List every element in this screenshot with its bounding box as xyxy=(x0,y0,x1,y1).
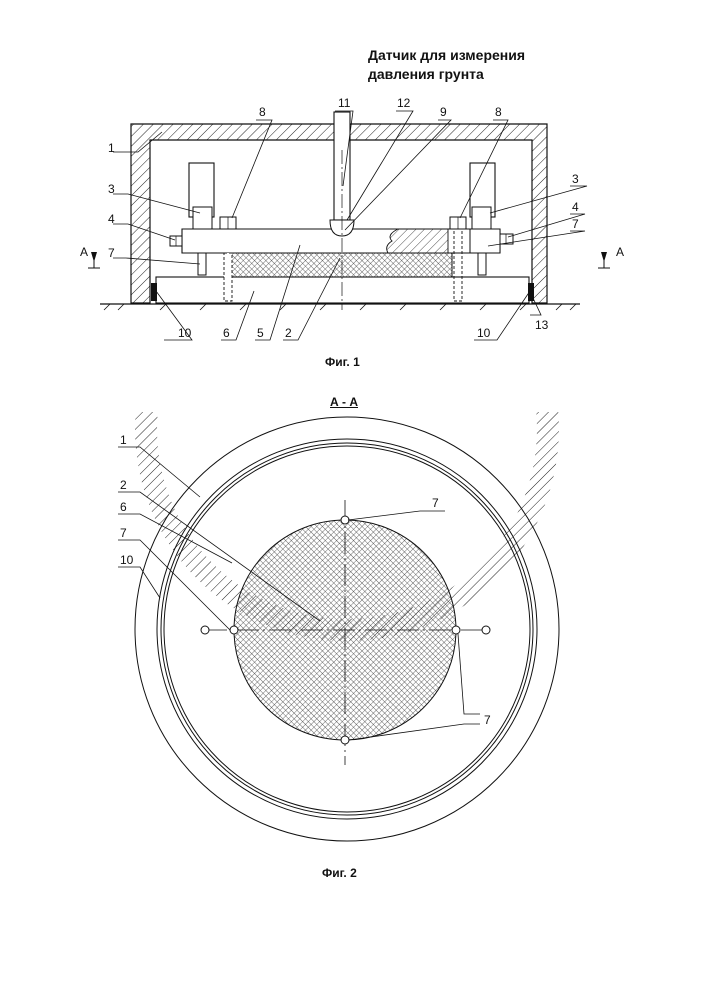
fig2-label-7-bottom: 7 xyxy=(484,713,491,727)
sensor-right-lower xyxy=(472,207,491,229)
fig2-label-7-top: 7 xyxy=(432,496,439,510)
fig2-drawing: 1 2 6 7 10 7 7 xyxy=(118,412,564,846)
fig1-label-10-right: 10 xyxy=(477,326,491,340)
fig2-label-2: 2 xyxy=(120,478,127,492)
section-label-left: A xyxy=(80,245,88,259)
fig1-label-9: 9 xyxy=(440,105,447,119)
fig2-label-10: 10 xyxy=(120,553,134,567)
fig1-label-3-right: 3 xyxy=(572,172,579,186)
fig1-label-13: 13 xyxy=(535,318,549,332)
seal-left-part-10 xyxy=(151,283,157,301)
section-marker-left xyxy=(88,252,100,268)
sensor-left-lower xyxy=(193,207,212,229)
fig1-label-3-left: 3 xyxy=(108,182,115,196)
fig1-label-6: 6 xyxy=(223,326,230,340)
fig1-label-11: 11 xyxy=(338,96,351,110)
screw-left-part-4 xyxy=(170,236,182,246)
fig1-label-1: 1 xyxy=(108,141,115,155)
fig1-label-4-left: 4 xyxy=(108,212,115,226)
rod-right-part-7 xyxy=(478,253,486,275)
fig1-label-4-right: 4 xyxy=(572,200,579,214)
fig1-label-5: 5 xyxy=(257,326,264,340)
fig2-section-title: А - А xyxy=(330,395,358,409)
beam-right-end xyxy=(470,229,500,253)
ground-hatch xyxy=(104,304,576,310)
membrane-part-2 xyxy=(228,253,452,277)
fig1-label-7-right: 7 xyxy=(572,217,579,231)
fig1-caption: Фиг. 1 xyxy=(325,355,360,369)
fig1-label-7-left: 7 xyxy=(108,246,115,260)
fig2-label-7-left: 7 xyxy=(120,526,127,540)
fig1-label-8-right: 8 xyxy=(495,105,502,119)
fig2-label-6: 6 xyxy=(120,500,127,514)
section-label-right: A xyxy=(616,245,624,259)
fig1-drawing: 1 3 4 7 8 11 12 9 8 3 4 7 A A 10 6 5 2 1… xyxy=(80,96,624,340)
fig1-label-8-left: 8 xyxy=(259,105,266,119)
base-plate-part-6 xyxy=(156,277,529,303)
fig1-label-10-left: 10 xyxy=(178,326,192,340)
section-marker-right xyxy=(598,252,610,268)
fig1-label-2: 2 xyxy=(285,326,292,340)
fig2-label-1: 1 xyxy=(120,433,127,447)
beam-section-hatch xyxy=(387,229,448,253)
fig2-caption: Фиг. 2 xyxy=(322,866,357,880)
fig1-label-12: 12 xyxy=(397,96,411,110)
